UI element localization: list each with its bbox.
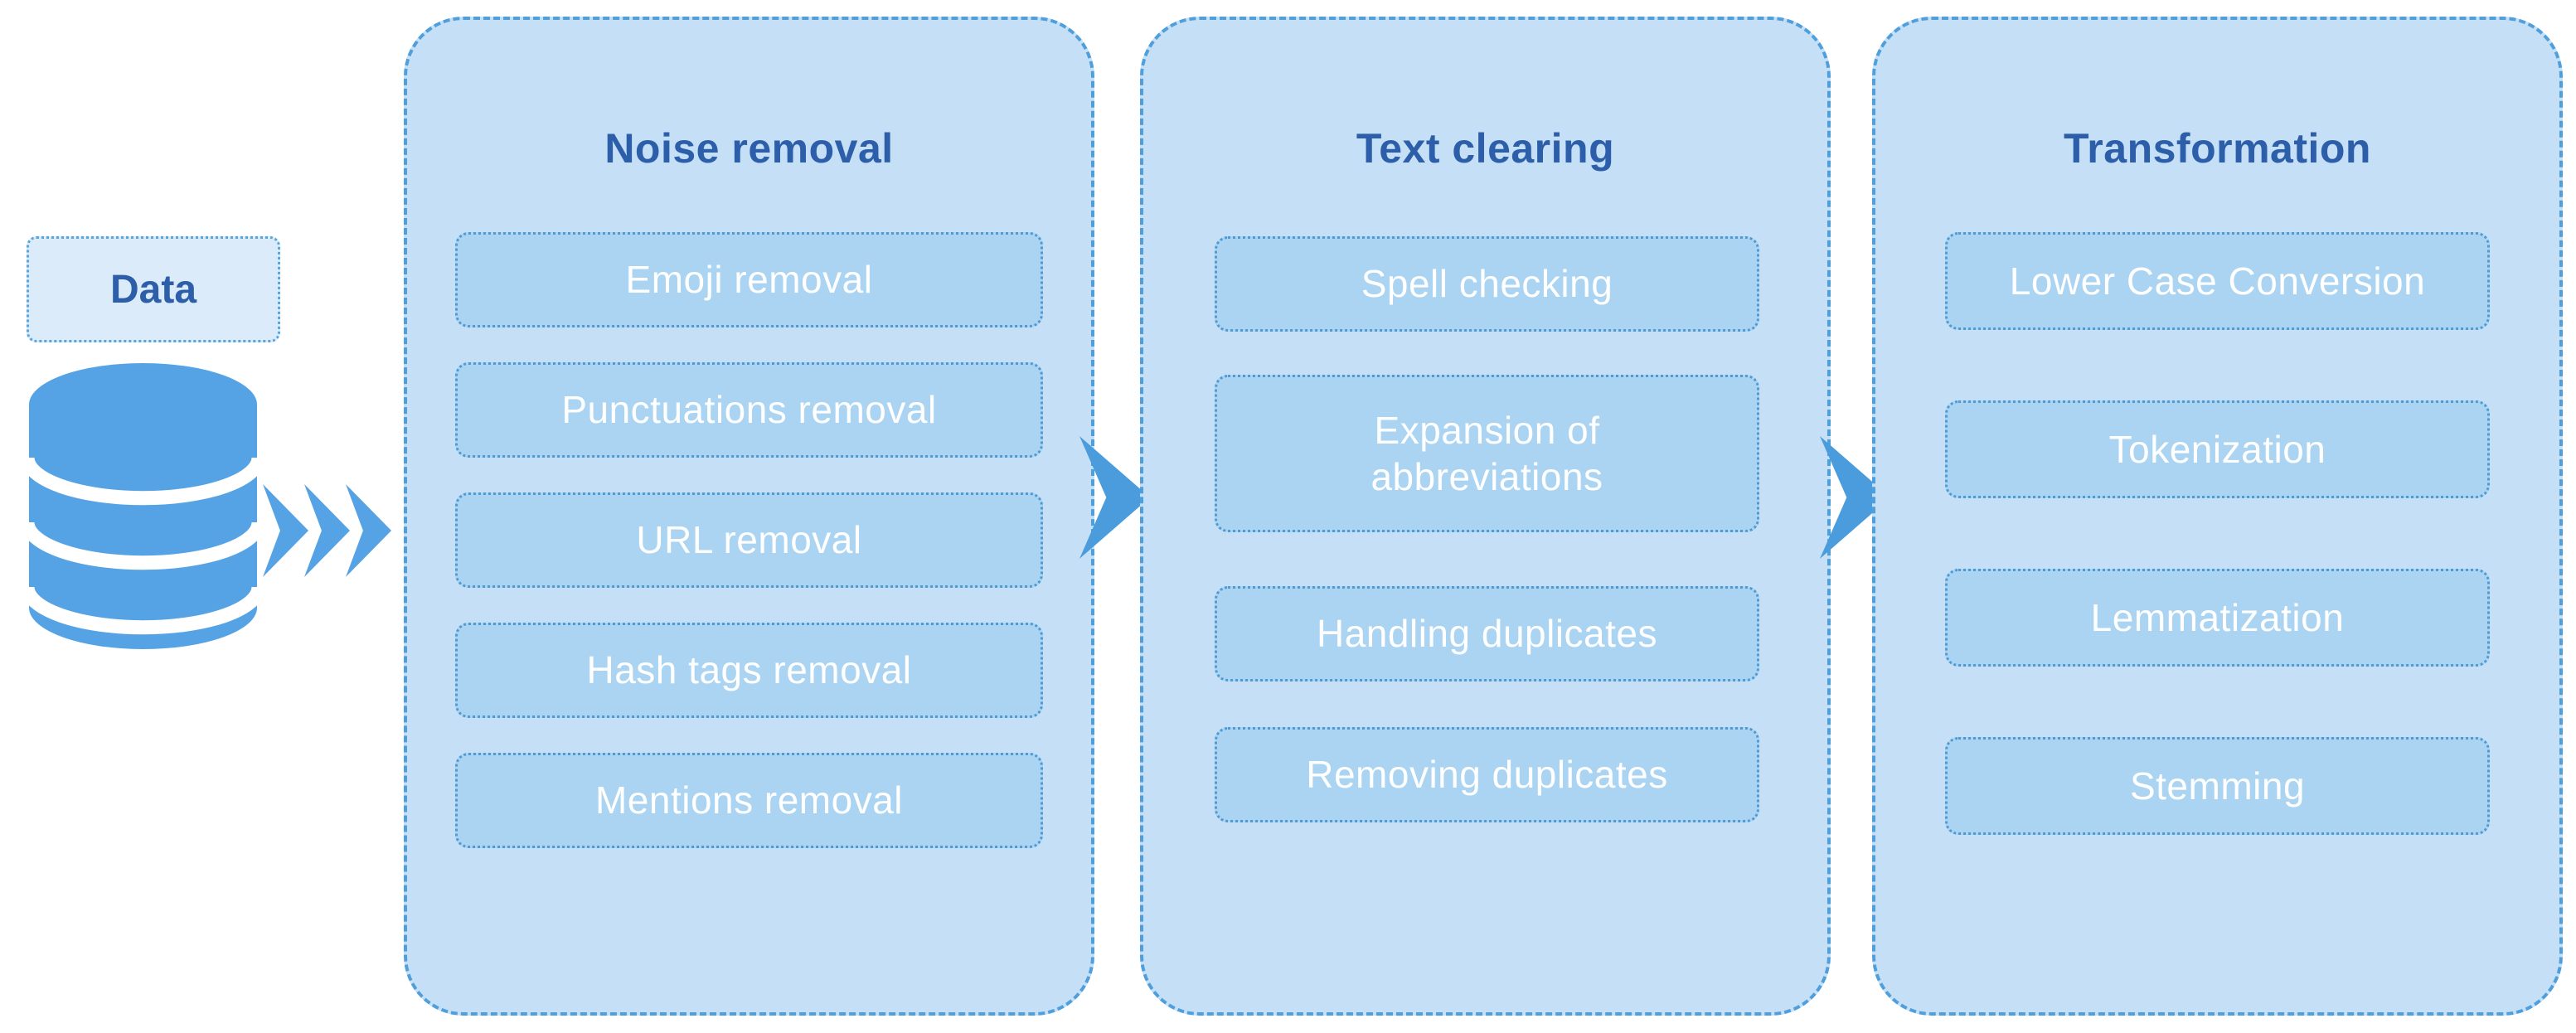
pipeline-step: Handling duplicates xyxy=(1215,586,1759,681)
stage-noise-removal: Noise removal Emoji removal Punctuations… xyxy=(404,17,1094,1016)
stage-title: Noise removal xyxy=(604,125,894,172)
chevron-right-icon xyxy=(263,484,308,577)
data-source-box: Data xyxy=(27,236,280,342)
stage-title: Text clearing xyxy=(1356,125,1615,172)
pipeline-step: Expansion of abbreviations xyxy=(1215,375,1759,532)
chevron-right-icon xyxy=(304,484,350,577)
pipeline-step: Lemmatization xyxy=(1945,569,2490,667)
pipeline-step: Hash tags removal xyxy=(455,623,1043,718)
database-icon xyxy=(29,363,257,649)
stage-text-clearing: Text clearing Spell checking Expansion o… xyxy=(1140,17,1831,1016)
pipeline-step: Emoji removal xyxy=(455,232,1043,327)
triple-chevron-right-icon xyxy=(263,484,391,577)
pipeline-step: Tokenization xyxy=(1945,400,2490,498)
pipeline-step: Lower Case Conversion xyxy=(1945,232,2490,330)
chevron-right-icon xyxy=(346,484,391,577)
stage-transformation: Transformation Lower Case Conversion Tok… xyxy=(1872,17,2563,1016)
pipeline-step: Punctuations removal xyxy=(455,362,1043,458)
data-source-label: Data xyxy=(109,267,197,312)
pipeline-step: Stemming xyxy=(1945,737,2490,835)
stage-title: Transformation xyxy=(2064,125,2371,172)
pipeline-step: URL removal xyxy=(455,492,1043,588)
pipeline-step: Mentions removal xyxy=(455,753,1043,848)
pipeline-step: Spell checking xyxy=(1215,236,1759,332)
pipeline-step: Removing duplicates xyxy=(1215,727,1759,822)
